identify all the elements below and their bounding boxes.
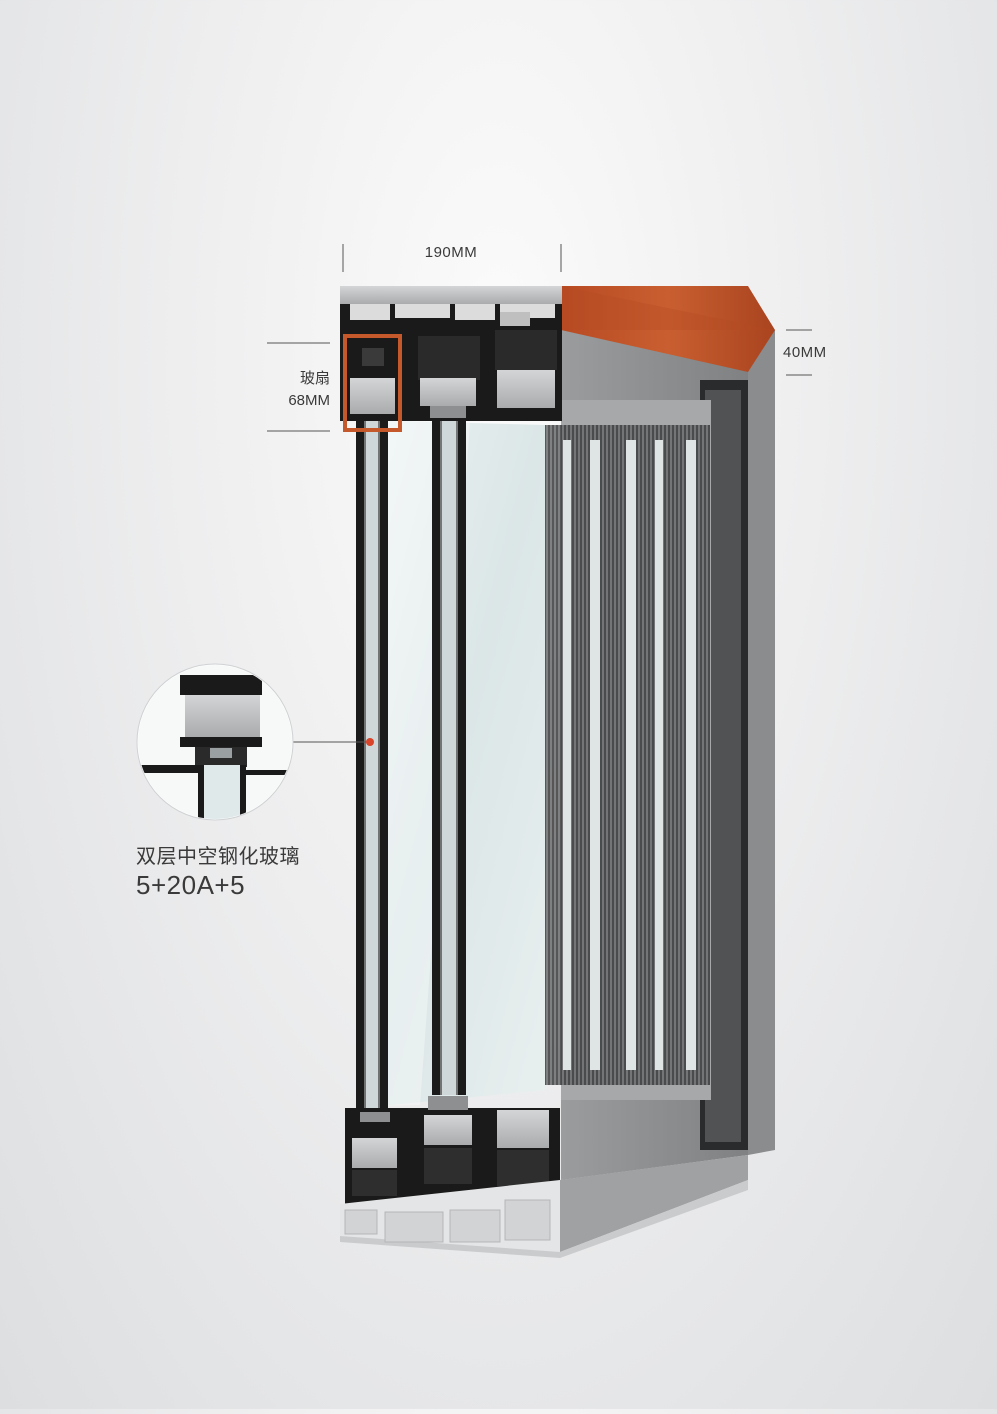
depth-dimension-lines xyxy=(786,329,812,376)
frame-width-label: 190MM xyxy=(424,244,478,261)
glass-callout-connector xyxy=(293,738,374,746)
sash-name-label: 玻扇 xyxy=(299,370,330,387)
frame-depth-label: 40MM xyxy=(783,344,827,361)
frame-side-face xyxy=(748,330,775,1155)
glass-spec-label: 5+20A+5 xyxy=(136,870,246,900)
sash-width-label: 68MM xyxy=(288,392,330,409)
glass-detail-callout xyxy=(136,663,294,821)
glass-spacer-bars xyxy=(356,420,466,1112)
sash-dimension-lines xyxy=(267,342,330,432)
glass-type-label: 双层中空钢化玻璃 xyxy=(136,846,300,868)
width-dimension-lines xyxy=(342,244,562,272)
top-profile-section xyxy=(340,286,562,432)
